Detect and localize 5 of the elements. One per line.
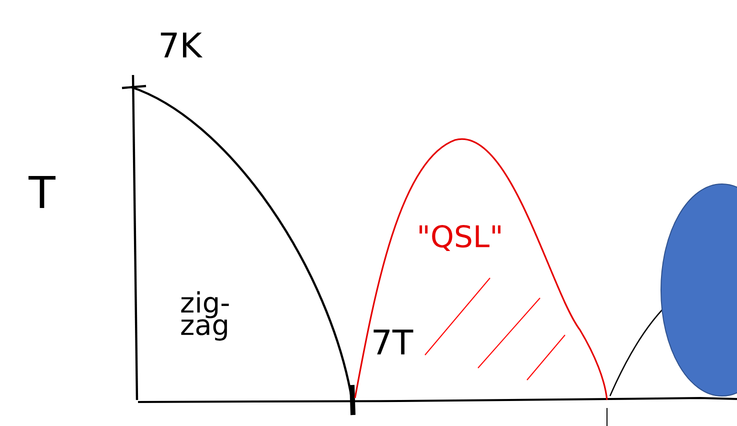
region-label: 7K <box>160 32 203 58</box>
region-label: 7T <box>374 330 414 354</box>
region-label: T <box>28 176 56 208</box>
ellipse-shape <box>660 184 737 396</box>
region-label: zig- zag <box>181 291 229 341</box>
